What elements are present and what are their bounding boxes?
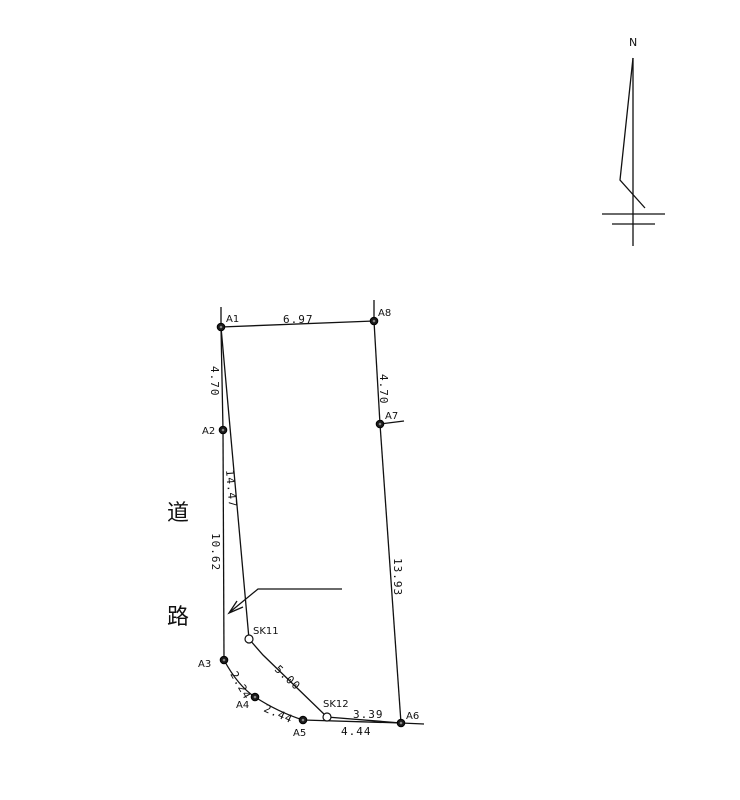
label-a3: A3 <box>198 659 211 670</box>
label-a1: A1 <box>226 314 239 325</box>
survey-point-a1 <box>216 322 226 332</box>
label-sk12: SK12 <box>323 699 349 710</box>
label-a5: A5 <box>293 728 306 739</box>
dim-a2-a3: 10.62 <box>209 533 222 571</box>
survey-point-a5 <box>298 715 308 725</box>
dim-a3-a4: 2.24 <box>227 669 254 702</box>
survey-point-a7 <box>375 419 385 429</box>
dim-a4-a5: 2.44 <box>262 702 295 726</box>
label-sk11: SK11 <box>253 626 279 637</box>
north-label: N <box>629 36 637 49</box>
road-label-char-2: 路 <box>167 605 189 630</box>
survey-point-a8 <box>369 316 379 326</box>
dim-a8-a7: 4.70 <box>377 374 390 405</box>
dim-a7-a6: 13.93 <box>391 558 404 596</box>
survey-point-sk12 <box>322 712 332 722</box>
survey-point-a4 <box>250 692 260 702</box>
survey-point-sk11 <box>244 634 254 644</box>
label-a4: A4 <box>236 700 249 711</box>
label-a2: A2 <box>202 426 215 437</box>
north-arrow-icon <box>602 57 665 246</box>
survey-point-a3 <box>219 655 229 665</box>
label-a6: A6 <box>406 711 419 722</box>
dim-a1-a8: 6.97 <box>283 313 314 326</box>
label-a8: A8 <box>378 308 391 319</box>
label-a7: A7 <box>385 411 398 422</box>
dim-sk11-sk12: 5.00 <box>272 663 303 693</box>
dim-a1-a2: 4.70 <box>208 366 221 397</box>
dim-a1-sk11: 14.47 <box>223 469 239 508</box>
survey-point-a6 <box>396 718 406 728</box>
road-label-char-1: 道 <box>167 501 189 526</box>
dim-sk12-a6: 3.39 <box>353 708 384 721</box>
dim-a5-a6: 4.44 <box>341 725 372 738</box>
leader-arrow-icon <box>227 588 342 615</box>
boundary-lines <box>220 300 425 725</box>
survey-point-a2 <box>218 425 228 435</box>
